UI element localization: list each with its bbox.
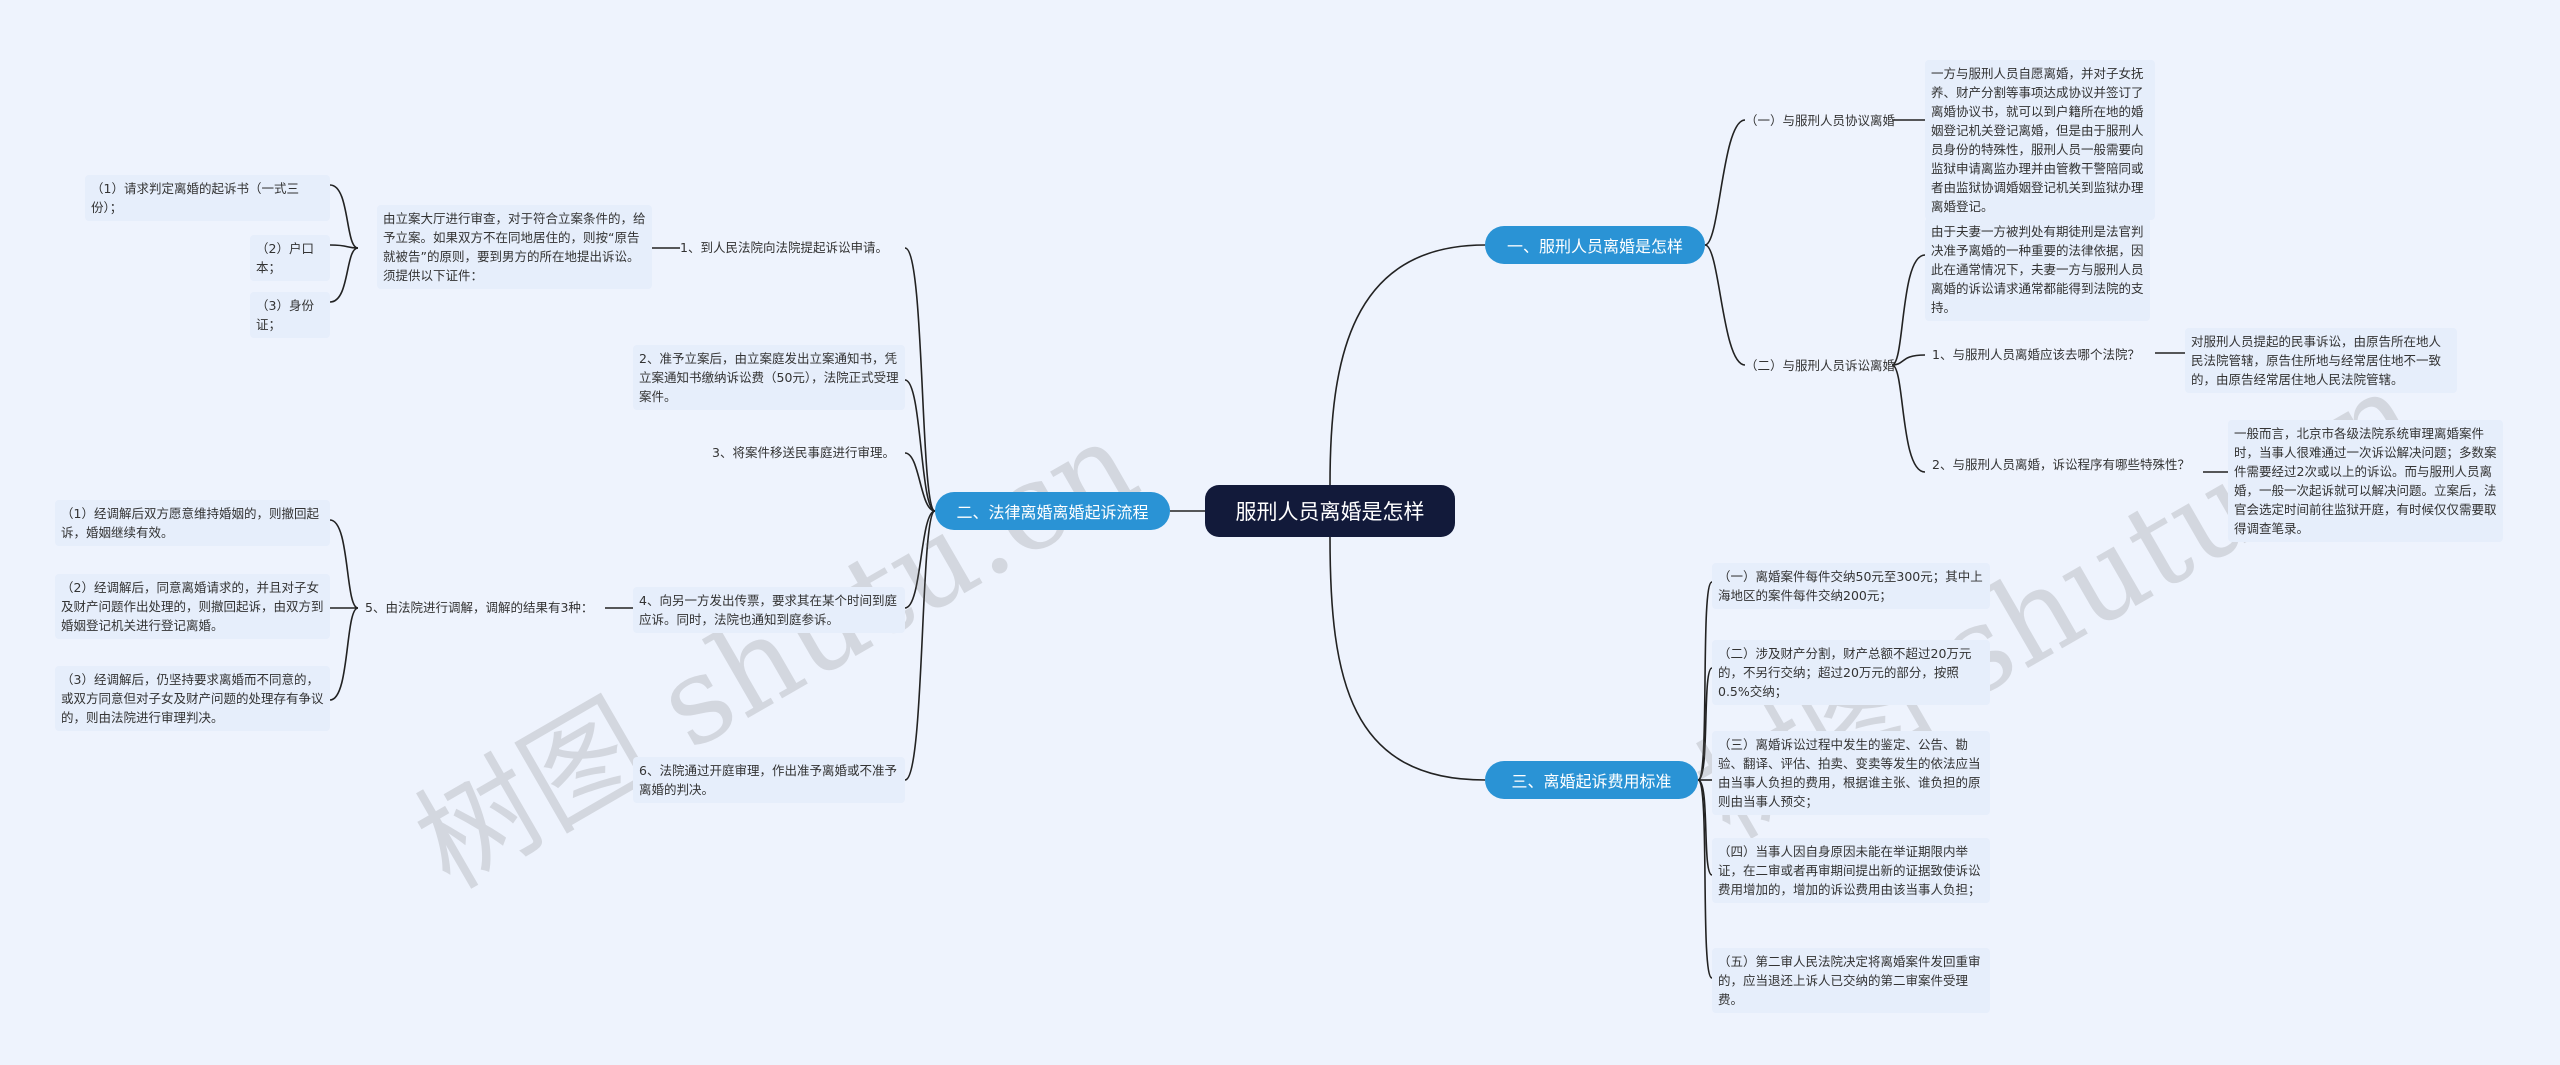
- sub-node-agreement-divorce[interactable]: （一）与服刑人员协议离婚: [1745, 113, 1896, 128]
- step-5[interactable]: 5、由法院进行调解，调解的结果有3种：: [365, 600, 594, 615]
- step-1-detail: 由立案大厅进行审查，对于符合立案条件的，给予立案。如果双方不在同地居住的，则按“…: [377, 205, 652, 289]
- step-4[interactable]: 4、向另一方发出传票，要求其在某个时间到庭应诉。同时，法院也通知到庭参诉。: [633, 587, 905, 633]
- fee-item-1: （一）离婚案件每件交纳50元至300元；其中上海地区的案件每件交纳200元；: [1712, 563, 1990, 609]
- fee-item-5: （五）第二审人民法院决定将离婚案件发回重审的，应当退还上诉人已交纳的第二审案件受…: [1712, 948, 1990, 1013]
- mediation-result-3: （3）经调解后，仍坚持要求离婚而不同意的，或双方同意但对子女及财产问题的处理存有…: [55, 666, 330, 731]
- branch-node-2[interactable]: 二、法律离婚离婚起诉流程: [935, 492, 1170, 530]
- agreement-divorce-text: 一方与服刑人员自愿离婚，并对子女抚养、财产分割等事项达成协议并签订了离婚协议书，…: [1925, 60, 2155, 220]
- branch-node-1[interactable]: 一、服刑人员离婚是怎样: [1485, 226, 1705, 264]
- answer-procedure: 一般而言，北京市各级法院系统审理离婚案件时，当事人很难通过一次诉讼解决问题；多数…: [2228, 420, 2503, 542]
- step-2[interactable]: 2、准予立案后，由立案庭发出立案通知书，凭立案通知书缴纳诉讼费（50元），法院正…: [633, 345, 905, 410]
- step-6[interactable]: 6、法院通过开庭审理，作出准予离婚或不准予离婚的判决。: [633, 757, 905, 803]
- answer-court: 对服刑人员提起的民事诉讼，由原告所在地人民法院管辖，原告住所地与经常居住地不一致…: [2185, 328, 2457, 393]
- mediation-result-2: （2）经调解后，同意离婚请求的，并且对子女及财产问题作出处理的，则撤回起诉，由双…: [55, 574, 330, 639]
- litigation-divorce-text: 由于夫妻一方被判处有期徒刑是法官判决准予离婚的一种重要的法律依据，因此在通常情况…: [1925, 218, 2150, 321]
- doc-item-3: （3）身份证；: [250, 292, 330, 338]
- root-node[interactable]: 服刑人员离婚是怎样: [1205, 485, 1455, 537]
- doc-item-2: （2）户口本；: [250, 235, 330, 281]
- branch-node-3[interactable]: 三、离婚起诉费用标准: [1485, 761, 1698, 799]
- fee-item-4: （四）当事人因自身原因未能在举证期限内举证，在二审或者再审期间提出新的证据致使诉…: [1712, 838, 1990, 903]
- fee-item-3: （三）离婚诉讼过程中发生的鉴定、公告、勘验、翻译、评估、拍卖、变卖等发生的依法应…: [1712, 731, 1990, 815]
- step-1[interactable]: 1、到人民法院向法院提起诉讼申请。: [680, 240, 888, 255]
- sub-node-litigation-divorce[interactable]: （二）与服刑人员诉讼离婚: [1745, 358, 1896, 373]
- question-court[interactable]: 1、与服刑人员离婚应该去哪个法院？: [1932, 347, 2140, 362]
- doc-item-1: （1）请求判定离婚的起诉书（一式三份）；: [85, 175, 330, 221]
- fee-item-2: （二）涉及财产分割，财产总额不超过20万元的，不另行交纳；超过20万元的部分，按…: [1712, 640, 1990, 705]
- question-procedure[interactable]: 2、与服刑人员离婚，诉讼程序有哪些特殊性？: [1932, 457, 2190, 472]
- step-3[interactable]: 3、将案件移送民事庭进行审理。: [712, 445, 895, 460]
- mediation-result-1: （1）经调解后双方愿意维持婚姻的，则撤回起诉，婚姻继续有效。: [55, 500, 330, 546]
